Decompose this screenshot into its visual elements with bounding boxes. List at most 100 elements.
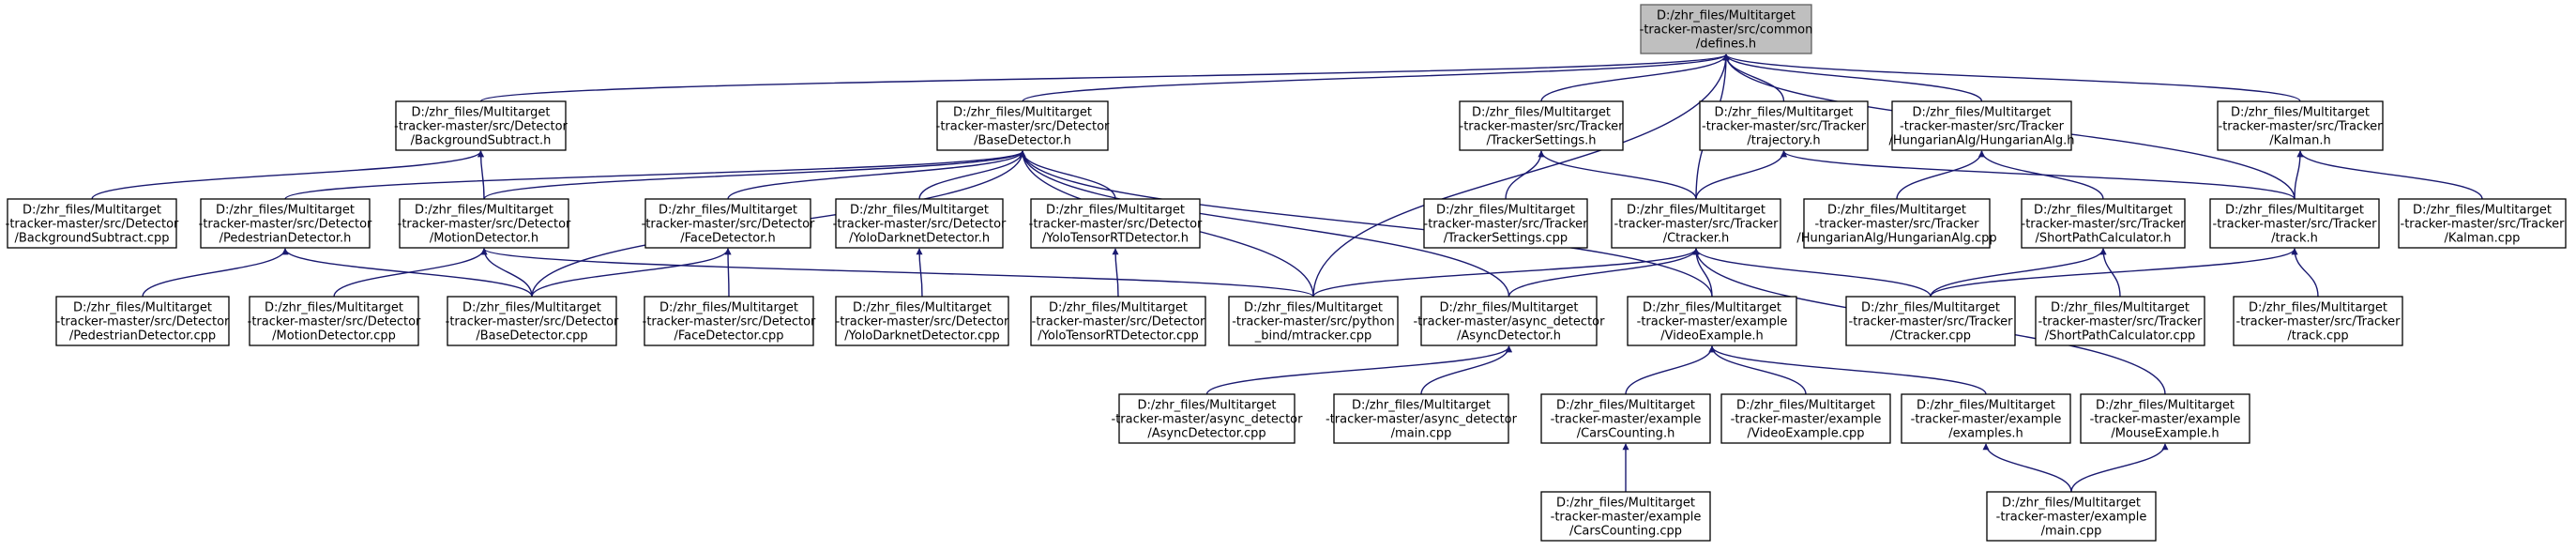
file-node-label-line: D:/zhr_files/Multitarget xyxy=(2225,204,2364,218)
file-node-box xyxy=(2398,198,2567,249)
file-node-traj-h[interactable]: D:/zhr_files/Multitarget-tracker-master/… xyxy=(1699,100,1869,151)
file-node-bgsub-cpp[interactable]: D:/zhr_files/Multitarget-tracker-master/… xyxy=(6,198,179,249)
file-node-label-line: -tracker-master/src/Tracker xyxy=(1460,120,1625,134)
file-node-box xyxy=(1540,491,1711,542)
include-edge-yolodn-cpp-to-yolodn-h xyxy=(916,248,923,298)
file-node-label-line: D:/zhr_files/Multitarget xyxy=(1436,204,1575,218)
include-edge-ctracker-cpp-to-shortpath-h xyxy=(1930,248,2107,298)
file-node-track-h[interactable]: D:/zhr_files/Multitarget-tracker-master/… xyxy=(2209,198,2380,249)
include-edge-basedet-cpp-to-face-h xyxy=(531,248,732,298)
file-node-label-line: -tracker-master/src/python xyxy=(1232,315,1395,329)
file-node-label-line: /FaceDetector.cpp xyxy=(674,329,783,344)
file-node-label-line: /AsyncDetector.cpp xyxy=(1147,427,1265,441)
file-node-label-line: /Ctracker.cpp xyxy=(1890,329,1971,344)
file-node-pybind-cpp[interactable]: D:/zhr_files/Multitarget-tracker-master/… xyxy=(1228,296,1399,346)
include-edge-ctracker-cpp-to-ctracker-h xyxy=(1692,248,1932,298)
file-node-shortpath-h[interactable]: D:/zhr_files/Multitarget-tracker-master/… xyxy=(2021,198,2187,249)
file-node-cars-h[interactable]: D:/zhr_files/Multitarget-tracker-master/… xyxy=(1540,393,1711,444)
file-node-ped-h[interactable]: D:/zhr_files/Multitarget-tracker-master/… xyxy=(199,198,372,249)
file-node-motion-h[interactable]: D:/zhr_files/Multitarget-tracker-master/… xyxy=(398,198,571,249)
file-node-label-line: D:/zhr_files/Multitarget xyxy=(23,204,161,218)
file-node-hung-h[interactable]: D:/zhr_files/Multitarget-tracker-master/… xyxy=(1889,100,2075,151)
file-node-ctracker-h[interactable]: D:/zhr_files/Multitarget-tracker-master/… xyxy=(1611,198,1781,249)
file-node-label-line: -tracker-master/src/Detector xyxy=(836,315,1009,329)
file-node-videoex-cpp[interactable]: D:/zhr_files/Multitarget-tracker-master/… xyxy=(1720,393,1891,444)
include-edge-basedet-h-to-defines-h xyxy=(1022,54,1730,102)
file-node-label-line: -tracker-master/src/Detector xyxy=(936,120,1110,134)
include-edge-trkset-cpp-to-trkset-h xyxy=(1505,150,1545,200)
file-node-ped-cpp[interactable]: D:/zhr_files/Multitarget-tracker-master/… xyxy=(55,296,230,346)
file-node-kalman-h[interactable]: D:/zhr_files/Multitarget-tracker-master/… xyxy=(2217,100,2384,151)
file-node-main-cpp[interactable]: D:/zhr_files/Multitarget-tracker-master/… xyxy=(1986,491,2157,542)
file-node-asyncdet-cpp[interactable]: D:/zhr_files/Multitarget-tracker-master/… xyxy=(1112,393,1304,444)
file-node-label-line: -tracker-master/src/Tracker xyxy=(1614,218,1780,232)
file-node-label-line: -tracker-master/src/Tracker xyxy=(2219,120,2384,134)
file-node-videoex-h[interactable]: D:/zhr_files/Multitarget-tracker-master/… xyxy=(1627,296,1797,346)
file-node-face-cpp[interactable]: D:/zhr_files/Multitarget-tracker-master/… xyxy=(643,296,816,346)
file-node-box xyxy=(1699,100,1869,151)
file-node-basedet-cpp[interactable]: D:/zhr_files/Multitarget-tracker-master/… xyxy=(446,296,619,346)
file-node-label-line: /YoloTensorRTDetector.h xyxy=(1042,232,1189,246)
file-node-label-line: D:/zhr_files/Multitarget xyxy=(1827,204,1966,218)
file-node-bgsub-h[interactable]: D:/zhr_files/Multitarget-tracker-master/… xyxy=(394,100,568,151)
file-node-yolodn-cpp[interactable]: D:/zhr_files/Multitarget-tracker-master/… xyxy=(835,296,1009,346)
file-node-box xyxy=(1030,296,1206,346)
file-node-label-line: -tracker-master/src/Detector xyxy=(833,218,1007,232)
file-node-label-line: /AsyncDetector.h xyxy=(1457,329,1561,344)
include-edge-main-cpp-to-mouse-h xyxy=(2070,443,2169,493)
file-node-label-line: /HungarianAlg/HungarianAlg.h xyxy=(1889,134,2075,148)
file-node-hung-cpp[interactable]: D:/zhr_files/Multitarget-tracker-master/… xyxy=(1796,198,1997,249)
include-edge-asyncdet-cpp-to-async-h xyxy=(1205,345,1512,395)
file-node-label-line: -tracker-master/example xyxy=(1551,413,1702,427)
file-node-box xyxy=(55,296,230,346)
file-node-yolort-cpp[interactable]: D:/zhr_files/Multitarget-tracker-master/… xyxy=(1030,296,1206,346)
file-node-label-line: -tracker-master/src/Tracker xyxy=(2213,218,2378,232)
file-node-label-line: D:/zhr_files/Multitarget xyxy=(1352,399,1491,413)
file-node-examples-h[interactable]: D:/zhr_files/Multitarget-tracker-master/… xyxy=(1901,393,2071,444)
file-node-yolort-h[interactable]: D:/zhr_files/Multitarget-tracker-master/… xyxy=(1029,198,1203,249)
file-node-box xyxy=(2217,100,2384,151)
file-node-async-h[interactable]: D:/zhr_files/Multitarget-tracker-master/… xyxy=(1414,296,1606,346)
file-node-label-line: D:/zhr_files/Multitarget xyxy=(853,301,992,315)
file-node-label-line: /Kalman.h xyxy=(2269,134,2331,148)
file-node-ctracker-cpp[interactable]: D:/zhr_files/Multitarget-tracker-master/… xyxy=(1845,296,2016,346)
include-edge-async-h-to-basedet-h xyxy=(1019,150,1510,298)
include-edge-trkset-h-to-defines-h xyxy=(1540,54,1730,102)
file-node-trkset-h[interactable]: D:/zhr_files/Multitarget-tracker-master/… xyxy=(1459,100,1625,151)
file-node-label-line: -tracker-master/src/common xyxy=(1640,23,1813,38)
file-node-box xyxy=(1803,198,1991,249)
file-node-track-cpp[interactable]: D:/zhr_files/Multitarget-tracker-master/… xyxy=(2233,296,2403,346)
file-node-face-h[interactable]: D:/zhr_files/Multitarget-tracker-master/… xyxy=(642,198,815,249)
file-node-label-line: _bind/mtracker.cpp xyxy=(1254,329,1371,344)
file-node-label-line: -tracker-master/async_detector xyxy=(1414,315,1606,329)
file-node-mouse-h[interactable]: D:/zhr_files/Multitarget-tracker-master/… xyxy=(2080,393,2250,444)
include-edge-yolodn-h-to-basedet-h xyxy=(918,150,1026,200)
file-node-label-line: D:/zhr_files/Multitarget xyxy=(2034,204,2173,218)
file-node-label-line: -tracker-master/example xyxy=(1731,413,1882,427)
file-node-label-line: -tracker-master/example xyxy=(1551,511,1702,525)
nodes-layer: D:/zhr_files/Multitarget-tracker-master/… xyxy=(6,4,2567,542)
file-node-label-line: -tracker-master/src/Tracker xyxy=(2236,315,2402,329)
file-node-kalman-cpp[interactable]: D:/zhr_files/Multitarget-tracker-master/… xyxy=(2398,198,2567,249)
file-node-label-line: /CarsCounting.h xyxy=(1577,427,1675,441)
include-edge-async-h-to-ctracker-h xyxy=(1508,248,1700,298)
file-node-motion-cpp[interactable]: D:/zhr_files/Multitarget-tracker-master/… xyxy=(248,296,421,346)
include-edge-videoex-cpp-to-videoex-h xyxy=(1708,345,1807,395)
file-node-asyncmain-cpp[interactable]: D:/zhr_files/Multitarget-tracker-master/… xyxy=(1326,393,1518,444)
file-node-label-line: /main.cpp xyxy=(1391,427,1452,441)
file-node-basedet-h[interactable]: D:/zhr_files/Multitarget-tracker-master/… xyxy=(936,100,1110,151)
file-node-shortpath-cpp[interactable]: D:/zhr_files/Multitarget-tracker-master/… xyxy=(2035,296,2205,346)
file-node-label-line: D:/zhr_files/Multitarget xyxy=(216,204,355,218)
file-node-cars-cpp[interactable]: D:/zhr_files/Multitarget-tracker-master/… xyxy=(1540,491,1711,542)
file-node-label-line: -tracker-master/src/Tracker xyxy=(2038,315,2204,329)
file-node-label-line: D:/zhr_files/Multitarget xyxy=(1736,399,1875,413)
file-node-label-line: -tracker-master/src/Tracker xyxy=(1702,120,1867,134)
file-node-yolodn-h[interactable]: D:/zhr_files/Multitarget-tracker-master/… xyxy=(833,198,1007,249)
file-node-label-line: D:/zhr_files/Multitarget xyxy=(1627,204,1765,218)
file-node-label-line: -tracker-master/example xyxy=(1996,511,2147,525)
file-node-trkset-cpp[interactable]: D:/zhr_files/Multitarget-tracker-master/… xyxy=(1423,198,1589,249)
file-node-label-line: -tracker-master/src/Detector xyxy=(642,218,815,232)
include-edge-motion-h-to-bgsub-h xyxy=(477,150,485,200)
file-node-box xyxy=(1540,393,1711,444)
include-edge-track-cpp-to-track-h xyxy=(2291,248,2319,298)
